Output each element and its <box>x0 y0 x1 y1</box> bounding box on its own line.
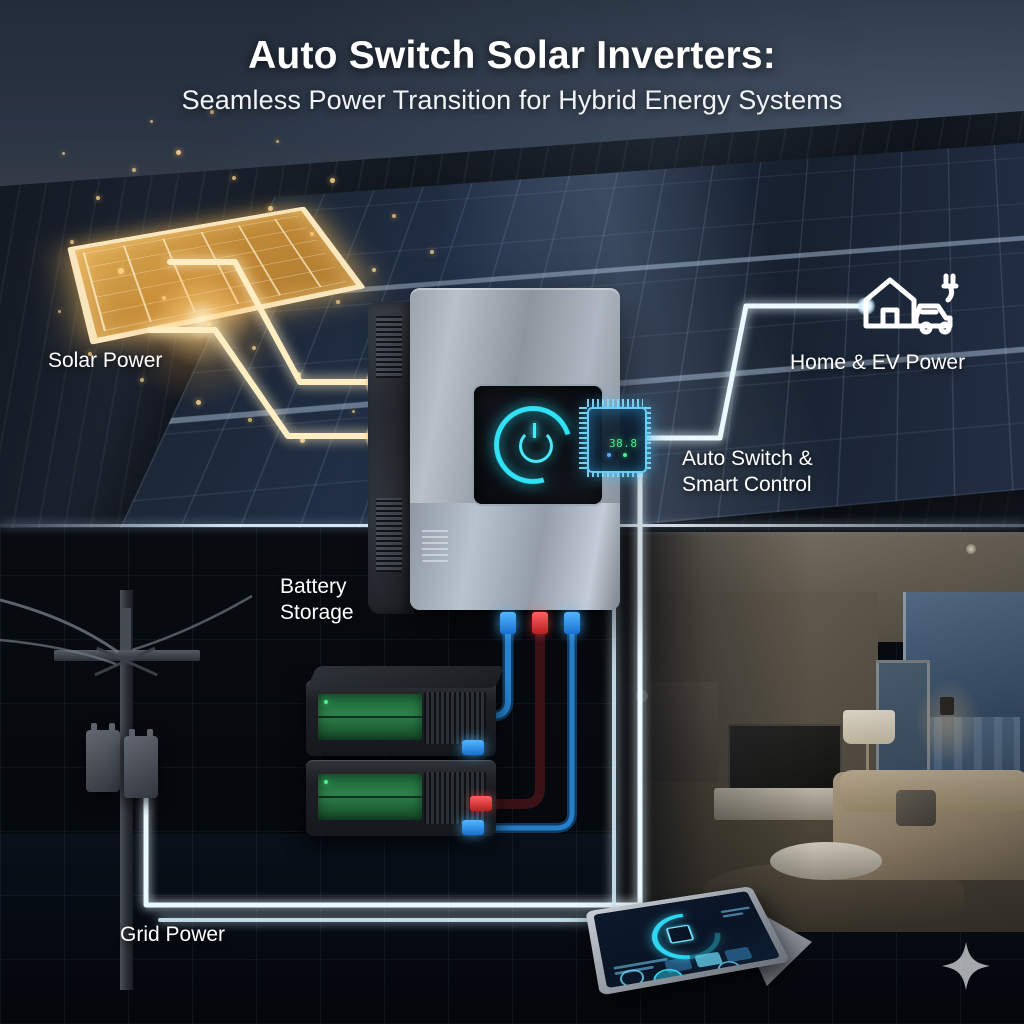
transformer <box>124 729 158 798</box>
battery-module <box>306 666 505 756</box>
pole-crossarm <box>54 650 200 661</box>
battery-connector-blue-top <box>462 740 484 755</box>
microchip-icon[interactable]: 38.8 <box>578 398 652 478</box>
sparkle-icon <box>942 942 990 990</box>
transformer <box>86 723 120 792</box>
label-solar-power: Solar Power <box>48 349 163 372</box>
header: Auto Switch Solar Inverters: Seamless Po… <box>0 34 1024 116</box>
label-grid-power: Grid Power <box>120 923 226 946</box>
living-room-interior <box>618 532 1024 932</box>
battery-module <box>306 760 496 836</box>
label-auto-switch: Auto Switch & Smart Control <box>682 447 813 497</box>
tablet-body <box>585 886 791 996</box>
inverter-side-panel <box>368 302 414 614</box>
page-subtitle: Seamless Power Transition for Hybrid Ene… <box>181 84 843 115</box>
tablet-screen[interactable] <box>593 891 781 989</box>
battery-connector-red-bottom <box>470 796 492 811</box>
chip-led-green <box>623 453 627 457</box>
chip-body: 38.8 <box>587 407 647 473</box>
chip-led-blue <box>607 453 611 457</box>
power-cycle-icon <box>480 392 586 498</box>
home-ev-node <box>857 297 875 315</box>
label-battery: Battery Storage <box>280 575 354 625</box>
dc-connector-blue-2 <box>564 612 580 634</box>
tablet-dashboard[interactable] <box>585 846 812 996</box>
dc-connector-red-1 <box>532 612 548 634</box>
chip-readout: 38.8 <box>609 437 638 450</box>
label-home-ev: Home & EV Power <box>790 351 966 374</box>
dc-connector-blue-1 <box>500 612 516 634</box>
battery-connector-blue-bottom <box>462 820 484 835</box>
battery-stack[interactable] <box>306 664 518 836</box>
page-title: Auto Switch Solar Inverters: <box>248 34 776 77</box>
hybrid-inverter[interactable] <box>368 288 620 618</box>
inverter-label-plate <box>422 528 448 562</box>
